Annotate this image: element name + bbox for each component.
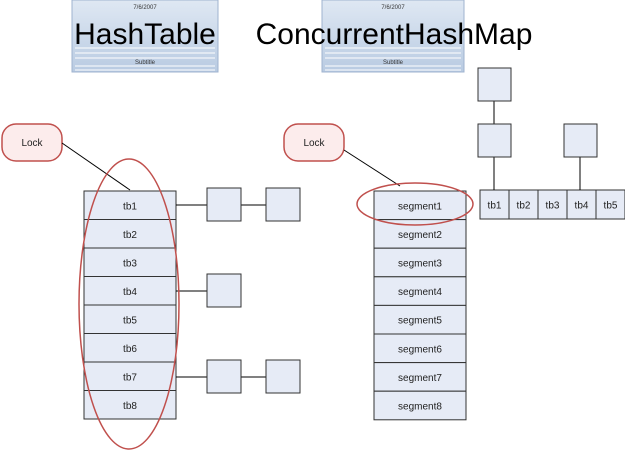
hashtable-lock-label: Lock xyxy=(21,138,43,149)
segment-bucket-tb5-label: tb5 xyxy=(604,201,618,212)
hashtable-chain-nodes xyxy=(206,187,301,394)
segment-1-label: segment1 xyxy=(398,201,442,212)
segment-1 xyxy=(373,190,467,221)
segment-8-label: segment8 xyxy=(398,402,442,413)
segment1-lock-scope-ellipse xyxy=(356,182,474,226)
segment-6-label: segment6 xyxy=(398,344,442,355)
segment-chain-nodes xyxy=(477,67,598,158)
hashtable-bucket-tb7 xyxy=(83,361,177,391)
segment-bucket-tb2-label: tb2 xyxy=(517,201,531,212)
concurrenthashmap-slide-date: 7/6/2007 xyxy=(381,5,405,11)
chain-node xyxy=(206,187,242,222)
hashtable-bucket-column: tb1 tb2 tb3 tb4 tb5 tb6 tb7 tb8 xyxy=(83,190,177,420)
hashtable-bucket-tb5-label: tb5 xyxy=(123,315,137,326)
hashtable-lock-box xyxy=(1,123,63,162)
hashtable-bucket-tb3-label: tb3 xyxy=(123,258,137,269)
hashtable-bucket-tb4-label: tb4 xyxy=(123,287,137,298)
hashtable-bucket-tb7-label: tb7 xyxy=(123,372,137,383)
chain-node xyxy=(206,273,242,308)
hashtable-lock-connector xyxy=(61,142,131,191)
segment-bucket-tb1-label: tb1 xyxy=(488,201,502,212)
hashtable-bucket-tb1 xyxy=(83,190,177,220)
segment-bucket-tb5 xyxy=(595,189,625,220)
segment-7 xyxy=(373,362,467,392)
concurrenthashmap-lock-connector xyxy=(343,149,401,187)
concurrenthashmap-lock-box xyxy=(283,123,345,162)
hashtable-bucket-tb3 xyxy=(83,247,177,277)
concurrenthashmap-title: ConcurrentHashMap xyxy=(256,18,533,51)
segment-bucket-tb3-label: tb3 xyxy=(546,201,560,212)
segment-bucket-row: tb1 tb2 tb3 tb4 tb5 xyxy=(479,189,625,220)
chain-node xyxy=(477,67,512,102)
hashtable-slide-thumbnail: 7/6/2007 Subtitle xyxy=(71,0,219,73)
segment-bucket-tb3 xyxy=(537,189,568,220)
chain-node xyxy=(477,123,512,158)
hashtable-slide-date: 7/6/2007 xyxy=(133,5,157,11)
hashtable-bucket-tb8 xyxy=(83,390,177,420)
hashtable-lock-scope-ellipse xyxy=(78,158,180,450)
hashtable-slide-subtitle: Subtitle xyxy=(135,60,156,66)
hashtable-bucket-tb5 xyxy=(83,304,177,334)
hashtable-bucket-tb1-label: tb1 xyxy=(123,201,137,212)
segment-3-label: segment3 xyxy=(398,259,442,270)
concurrenthashmap-lock-label: Lock xyxy=(303,138,325,149)
concurrenthashmap-slide-thumbnail: 7/6/2007 Subtitle xyxy=(321,0,465,73)
chain-node xyxy=(206,359,242,394)
hashtable-bucket-tb2-label: tb2 xyxy=(123,230,137,241)
hashtable-bucket-tb6 xyxy=(83,333,177,363)
segment-8 xyxy=(373,390,467,421)
segment-bucket-tb4-label: tb4 xyxy=(575,201,589,212)
hashtable-title: HashTable xyxy=(74,18,216,51)
segment-3 xyxy=(373,247,467,278)
hashtable-bucket-tb6-label: tb6 xyxy=(123,344,137,355)
segment-5 xyxy=(373,304,467,335)
segment-7-label: segment7 xyxy=(398,373,442,384)
chain-node xyxy=(265,359,301,394)
concurrenthashmap-slide-subtitle: Subtitle xyxy=(383,60,404,66)
hashtable-bucket-tb8-label: tb8 xyxy=(123,401,137,412)
hashtable-bucket-tb2 xyxy=(83,219,177,249)
segment-2-label: segment2 xyxy=(398,230,442,241)
segment-4-label: segment4 xyxy=(398,287,442,298)
chain-node xyxy=(265,187,301,222)
chain-node xyxy=(563,123,598,158)
segment-5-label: segment5 xyxy=(398,316,442,327)
segment-4 xyxy=(373,276,467,306)
